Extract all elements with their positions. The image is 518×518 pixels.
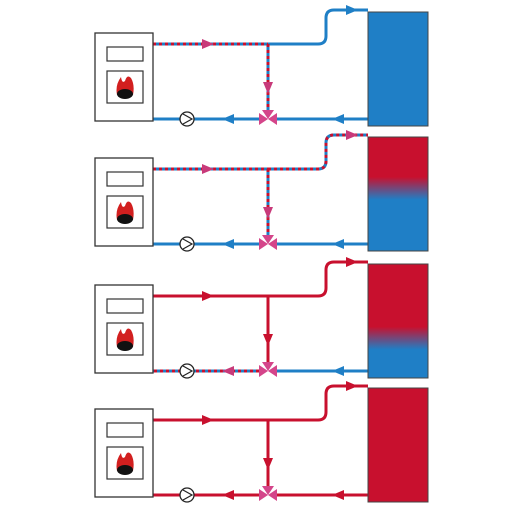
pump-arrow-icon: [182, 238, 194, 250]
pump-icon: [179, 111, 195, 127]
fuel-icon: [117, 341, 133, 351]
mixing-valve: [259, 235, 277, 250]
tank-feed-pipe-overlay: [268, 133, 368, 171]
fuel-icon: [117, 465, 133, 475]
flow-arrow: [263, 207, 273, 219]
valve-top-icon: [262, 362, 274, 371]
valve-right-icon: [268, 238, 277, 250]
flow-arrow: [263, 334, 273, 346]
pump-icon: [179, 363, 195, 379]
flow-arrow: [346, 381, 358, 391]
valve-top-icon: [262, 235, 274, 244]
circulation-pump: [179, 363, 195, 379]
flow-arrow: [222, 490, 234, 500]
tank-feed-pipe: [268, 133, 368, 171]
boiler: [94, 157, 154, 247]
valve-top-icon: [262, 110, 274, 119]
boiler-display: [106, 171, 144, 187]
boiler: [94, 408, 154, 498]
mixing-valve: [259, 110, 277, 125]
valve-left-icon: [259, 113, 268, 125]
stage-diagram-4: [94, 381, 429, 503]
stage-diagram-2: [94, 130, 429, 252]
flow-arrow: [202, 291, 214, 301]
fuel-icon: [117, 89, 133, 99]
boiler-display: [106, 298, 144, 314]
mixing-valve: [259, 486, 277, 501]
stage-diagram-1: [94, 5, 429, 127]
pump-arrow-icon: [182, 365, 194, 377]
flow-arrow: [346, 5, 358, 15]
flow-arrow: [263, 458, 273, 470]
valve-left-icon: [259, 238, 268, 250]
valve-right-icon: [268, 489, 277, 501]
flow-arrow: [202, 39, 214, 49]
flow-arrow: [332, 239, 344, 249]
flow-arrow: [332, 366, 344, 376]
flow-arrow: [346, 257, 358, 267]
buffer-tank: [367, 263, 429, 379]
flow-arrow: [202, 415, 214, 425]
buffer-tank: [367, 387, 429, 503]
fuel-icon: [117, 214, 133, 224]
circulation-pump: [179, 236, 195, 252]
buffer-tank: [367, 11, 429, 127]
pump-arrow-icon: [182, 489, 194, 501]
flow-arrow: [332, 490, 344, 500]
tank-feed-pipe: [268, 260, 368, 298]
valve-right-icon: [268, 365, 277, 377]
flow-arrow: [222, 114, 234, 124]
valve-top-icon: [262, 486, 274, 495]
tank-feed-pipe: [268, 8, 368, 46]
circulation-pump: [179, 487, 195, 503]
valve-left-icon: [259, 365, 268, 377]
flow-arrow: [263, 82, 273, 94]
flow-arrow: [222, 366, 234, 376]
boiler: [94, 284, 154, 374]
valve-left-icon: [259, 489, 268, 501]
buffer-tank: [367, 136, 429, 252]
flow-arrow: [346, 130, 358, 140]
boiler-display: [106, 422, 144, 438]
boiler: [94, 32, 154, 122]
circulation-pump: [179, 111, 195, 127]
mixing-valve: [259, 362, 277, 377]
flow-arrow: [332, 114, 344, 124]
pump-icon: [179, 236, 195, 252]
boiler-display: [106, 46, 144, 62]
flow-arrow: [222, 239, 234, 249]
pump-icon: [179, 487, 195, 503]
valve-right-icon: [268, 113, 277, 125]
tank-feed-pipe: [268, 384, 368, 422]
stage-diagram-3: [94, 257, 429, 379]
pump-arrow-icon: [182, 113, 194, 125]
flow-arrow: [202, 164, 214, 174]
